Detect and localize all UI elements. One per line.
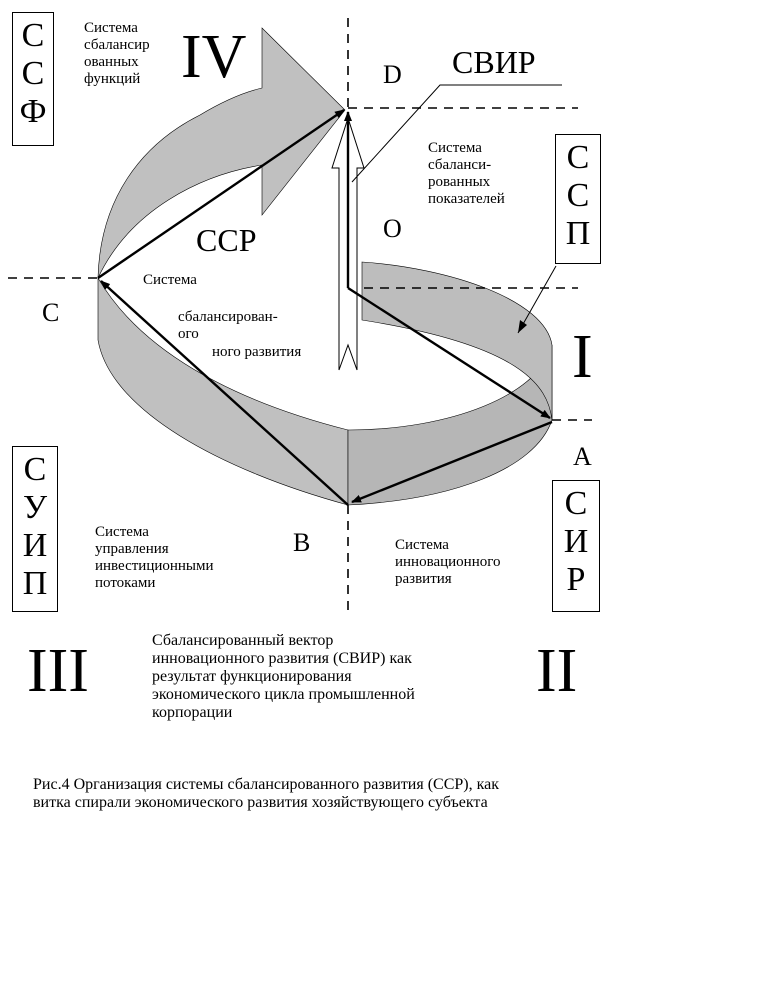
quadrant-ii: II [536, 640, 577, 702]
ssp-box: С С П [555, 134, 601, 264]
ssr-description-line2: сбалансирован- ого [178, 309, 278, 343]
ssp-description: Система сбаланси- рованных показателей [428, 140, 505, 208]
point-c: C [42, 300, 59, 326]
quadrant-iv: IV [181, 26, 246, 88]
point-a: A [573, 444, 592, 470]
sir-description: Система инновационного развития [395, 537, 501, 588]
ssr-description-line3: ного развития [212, 344, 301, 361]
ssr-description-line1: Система [143, 272, 197, 289]
point-b: B [293, 530, 310, 556]
ssf-box: С С Ф [12, 12, 54, 146]
suip-description: Система управления инвестиционными поток… [95, 524, 214, 592]
suip-box: С У И П [12, 446, 58, 612]
sir-letter-1: С [553, 485, 599, 523]
ssf-letter-1: С [13, 17, 53, 55]
quadrant-i: I [572, 326, 593, 388]
sir-letter-3: Р [553, 561, 599, 599]
suip-letter-2: У [13, 489, 57, 527]
vector-caption: Сбалансированный вектор инновационного р… [152, 632, 415, 722]
quadrant-iii: III [27, 640, 89, 702]
ssp-letter-1: С [556, 139, 600, 177]
ssp-letter-2: С [556, 177, 600, 215]
ssr-label: ССР [196, 224, 256, 256]
ssp-letter-3: П [556, 215, 600, 253]
figure-caption: Рис.4 Организация системы сбалансированн… [33, 776, 499, 812]
svir-label: СВИР [452, 46, 536, 78]
sir-box: С И Р [552, 480, 600, 612]
suip-letter-3: И [13, 527, 57, 565]
sir-letter-2: И [553, 523, 599, 561]
suip-letter-1: С [13, 451, 57, 489]
point-o: O [383, 216, 402, 242]
suip-letter-4: П [13, 565, 57, 603]
ssf-letter-2: С [13, 55, 53, 93]
ssf-letter-3: Ф [13, 93, 53, 131]
point-d: D [383, 62, 402, 88]
ssf-description: Система сбалансир ованных функций [84, 20, 150, 88]
